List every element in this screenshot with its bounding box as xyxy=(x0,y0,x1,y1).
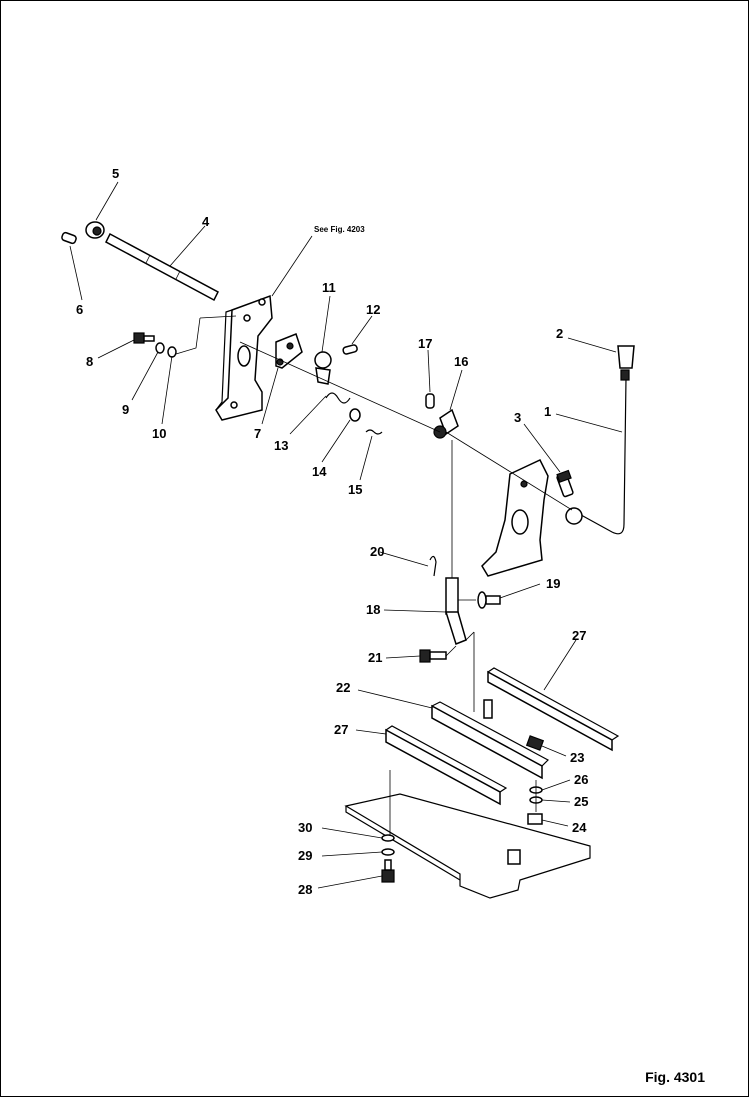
label-part-18: 18 xyxy=(366,602,380,617)
part-5-collar xyxy=(85,221,105,239)
label-part-7: 7 xyxy=(254,426,261,441)
assembly-guide-lines xyxy=(175,315,573,836)
label-part-14: 14 xyxy=(312,464,327,479)
part-19-pin xyxy=(477,591,501,609)
part-12-pin xyxy=(342,344,358,355)
label-part-1: 1 xyxy=(544,404,551,419)
part-20-clip xyxy=(429,555,437,577)
part-4-shaft xyxy=(105,232,219,302)
part-24-nut xyxy=(527,813,543,825)
part-1-lever-rod xyxy=(565,369,630,535)
label-part-26: 26 xyxy=(574,772,588,787)
part-28-bolt xyxy=(381,859,395,883)
part-3-bolt xyxy=(556,469,574,498)
label-part-21: 21 xyxy=(368,650,382,665)
part-13-spring-pin xyxy=(325,392,351,404)
label-part-17: 17 xyxy=(418,336,432,351)
label-part-30: 30 xyxy=(298,820,312,835)
label-part-8: 8 xyxy=(86,354,93,369)
part-11-clevis xyxy=(314,351,332,385)
part-18-link xyxy=(444,577,467,645)
part-15-cotter xyxy=(365,429,383,435)
right-bracket xyxy=(481,459,549,577)
part-9-washer xyxy=(155,342,165,354)
label-part-25: 25 xyxy=(574,794,588,809)
base-plate xyxy=(344,793,591,899)
part-27-rail-lower xyxy=(385,725,508,806)
part-29-washer xyxy=(381,848,395,856)
part-21-bolt xyxy=(419,649,447,663)
part-8-bolt xyxy=(133,332,155,344)
leader-lines xyxy=(69,181,623,889)
label-part-6: 6 xyxy=(76,302,83,317)
part-14-washer xyxy=(349,408,361,422)
part-22-rail-middle xyxy=(431,699,549,780)
label-part-27-lower: 27 xyxy=(334,722,348,737)
label-part-12: 12 xyxy=(366,302,380,317)
left-bracket xyxy=(215,294,273,421)
label-part-9: 9 xyxy=(122,402,129,417)
label-part-22: 22 xyxy=(336,680,350,695)
part-2-knob xyxy=(617,345,635,369)
label-part-13: 13 xyxy=(274,438,288,453)
label-part-23: 23 xyxy=(570,750,584,765)
label-part-16: 16 xyxy=(454,354,468,369)
label-part-24: 24 xyxy=(572,820,587,835)
label-part-20: 20 xyxy=(370,544,384,559)
part-16-block xyxy=(433,408,459,439)
part-10-washer xyxy=(167,346,177,358)
figure-caption: Fig. 4301 xyxy=(645,1069,705,1085)
part-27-rail-upper xyxy=(487,667,620,752)
label-part-10: 10 xyxy=(152,426,166,441)
label-part-28: 28 xyxy=(298,882,312,897)
label-part-27-upper: 27 xyxy=(572,628,586,643)
part-30-washer xyxy=(381,834,395,842)
part-23-block xyxy=(525,735,545,751)
label-part-15: 15 xyxy=(348,482,362,497)
part-7-lever-plate xyxy=(275,333,303,369)
part-17-pin xyxy=(425,393,435,409)
label-part-19: 19 xyxy=(546,576,560,591)
label-part-3: 3 xyxy=(514,410,521,425)
label-part-5: 5 xyxy=(112,166,119,181)
reference-note: See Fig. 4203 xyxy=(314,225,365,234)
part-6-pin xyxy=(61,231,77,245)
label-part-4: 4 xyxy=(202,214,210,229)
label-part-2: 2 xyxy=(556,326,563,341)
label-part-29: 29 xyxy=(298,848,312,863)
label-part-11: 11 xyxy=(322,280,336,295)
